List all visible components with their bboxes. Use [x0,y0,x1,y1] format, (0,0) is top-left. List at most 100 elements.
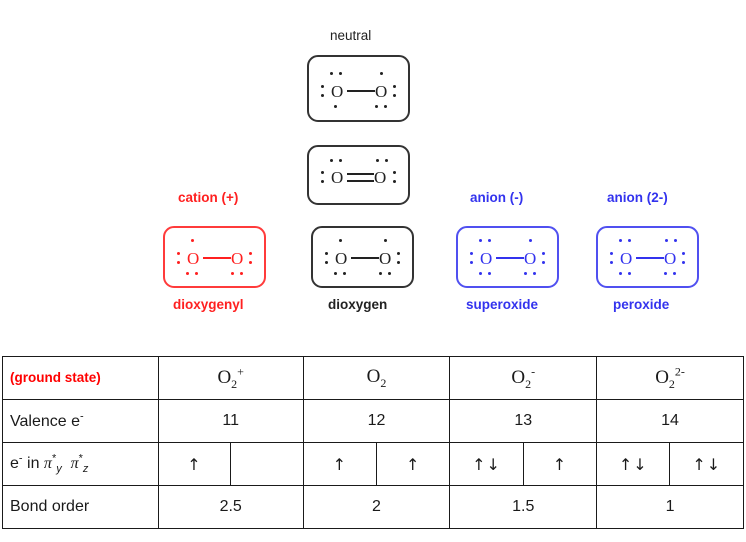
atom-oxygen-right: O [375,82,388,101]
structure-superoxide: O O [456,226,559,288]
bond-double-upper [347,173,374,176]
electron-dot [321,171,325,175]
electron-dot [542,261,546,265]
atom-oxygen-left: O [620,249,633,268]
bond-single [496,257,524,260]
label-superoxide: superoxide [466,297,539,312]
electron-dot [339,159,343,163]
structure-neutral-single: O O [307,55,410,122]
cell-label-pi-electrons: e- in π*y π*z [2,442,159,486]
electron-dot [488,272,492,276]
structure-dioxygenyl: O O [163,226,266,288]
electron-dot [673,272,677,276]
bond-single [636,257,664,260]
cell-bond-order-2: 1.5 [449,485,598,529]
atom-oxygen-left: O [331,82,344,101]
electron-dot [397,252,401,256]
electron-dot [479,239,483,243]
electron-dot [186,272,190,276]
electron-dot [393,180,397,184]
electron-dot [619,239,623,243]
electron-dot [379,272,383,276]
table-row-valence: Valence e- 11 12 13 14 [2,399,744,443]
cell-species-o2-plus: O2+ [157,356,304,400]
electron-dot [380,72,384,76]
electron-dot [479,272,483,276]
electron-dot [619,272,623,276]
atom-oxygen-right: O [664,249,677,268]
electron-dot [665,239,669,243]
cell-bond-order-1: 2 [302,485,451,529]
label-anion-1: anion (-) [470,190,524,205]
bond-single [203,257,231,260]
electron-dot [325,261,329,265]
formula-o2-2minus: O22- [655,364,685,391]
electron-dot [339,72,343,76]
cell-arrow-0: ↑ [157,442,232,486]
cell-arrow-6: ↑↓ [596,442,671,486]
cell-valence-3: 14 [596,399,744,443]
label-neutral: neutral [330,28,372,43]
electron-dot [628,239,632,243]
cell-arrow-7: ↑↓ [669,442,744,486]
structure-dioxygen: O O [311,226,414,288]
cell-label-valence: Valence e- [2,399,159,443]
bond-double-lower [347,180,374,183]
electron-dot [330,72,334,76]
formula-o2: O2 [366,365,387,390]
electron-dot [330,159,334,163]
electron-dot [529,239,533,243]
electron-dot [393,85,397,89]
electron-dot [397,261,401,265]
electron-dot [177,261,181,265]
cell-ground-state: (ground state) [2,356,159,400]
cell-bond-order-3: 1 [596,485,744,529]
label-dioxygen: dioxygen [328,297,388,312]
cell-arrow-1 [230,442,304,486]
properties-table: (ground state) O2+ O2 O2- O22- Valence e… [2,356,744,529]
electron-dot [524,272,528,276]
electron-dot [393,94,397,98]
electron-dot [343,272,347,276]
cell-arrow-4: ↑↓ [449,442,524,486]
structure-neutral-double: O O [307,145,410,205]
electron-dot [325,252,329,256]
electron-dot [384,239,388,243]
formula-o2-plus: O2+ [217,364,244,391]
ground-state-label: (ground state) [10,370,101,385]
electron-dot [240,272,244,276]
electron-dot [682,261,686,265]
electron-dot [321,85,325,89]
atom-oxygen-left: O [335,249,348,268]
electron-dot [682,252,686,256]
electron-dot [470,252,474,256]
cell-arrow-2: ↑ [302,442,377,486]
electron-dot [664,272,668,276]
electron-dot [339,239,343,243]
label-anion-2: anion (2-) [607,190,668,205]
atom-oxygen-right: O [374,168,387,187]
structure-peroxide: O O [596,226,699,288]
electron-dot [191,239,195,243]
electron-dot [249,261,253,265]
electron-dot [231,272,235,276]
table-row-bond-order: Bond order 2.5 2 1.5 1 [2,485,744,529]
cell-valence-1: 12 [302,399,451,443]
cell-species-o2: O2 [302,356,451,400]
cell-bond-order-0: 2.5 [157,485,304,529]
cell-valence-0: 11 [157,399,304,443]
electron-dot [388,272,392,276]
electron-dot [334,105,338,109]
table-row-header: (ground state) O2+ O2 O2- O22- [2,356,744,400]
electron-dot [249,252,253,256]
electron-dot [610,252,614,256]
label-peroxide: peroxide [613,297,670,312]
electron-dot [334,272,338,276]
atom-oxygen-right: O [379,249,392,268]
table-row-pi-electrons: e- in π*y π*z ↑ ↑ ↑ ↑↓ ↑ ↑↓ ↑↓ [2,442,744,486]
electron-dot [393,171,397,175]
electron-dot [488,239,492,243]
electron-dot [610,261,614,265]
atom-oxygen-left: O [187,249,200,268]
cell-valence-2: 13 [449,399,598,443]
